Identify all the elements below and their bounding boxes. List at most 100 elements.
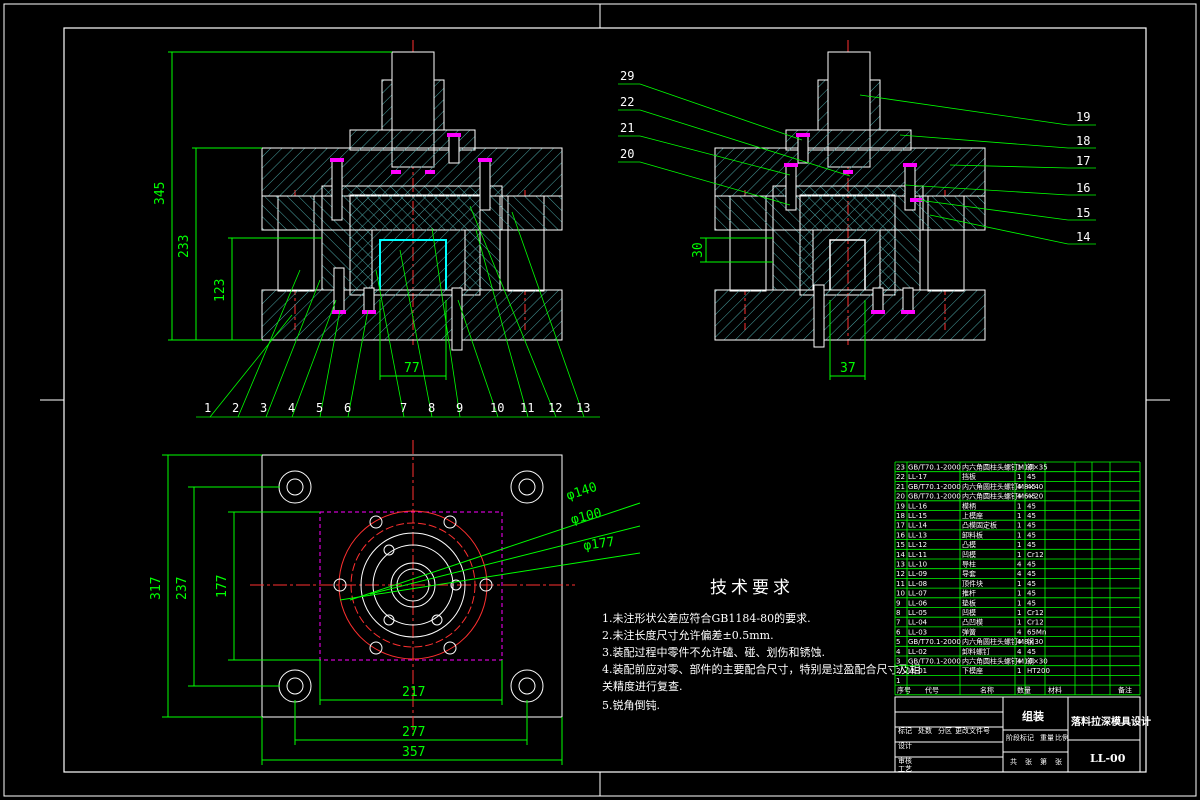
bom-cell: 1 (1017, 531, 1021, 539)
bom-cell: 推杆 (962, 589, 976, 598)
bom-header-cell: 备注 (1118, 686, 1132, 695)
bom-cell: 导套 (962, 569, 976, 578)
bom-cell: 3 (896, 658, 900, 666)
sheet-border (3, 3, 1197, 797)
bom-cell: 65Mn (1027, 628, 1046, 636)
note-line: 5.锐角倒钝. (602, 698, 660, 712)
bom-cell: 20 (896, 493, 905, 501)
side-view-leaders (618, 83, 1096, 245)
title-block-labels: 标记 处数 分区 更改文件号 设计 审核 工艺 阶段标记 重量 比例 共 张 第… (898, 726, 1069, 773)
bom-cell: 45 (1027, 522, 1036, 530)
bom-cell: 1 (1017, 551, 1021, 559)
bom-cell: 凸模 (962, 540, 976, 549)
bom-cell: 23 (896, 464, 905, 472)
part-number: 9 (456, 401, 463, 415)
bom-cell: 上模座 (962, 511, 983, 520)
note-line: 2.未注长度尺寸允许偏差±0.5mm. (602, 628, 774, 642)
part-number: 1 (204, 401, 211, 415)
bom-cell: LL-11 (908, 551, 927, 559)
bom-cell: 内六角圆柱头螺钉M10×35 (962, 463, 1048, 472)
bom-cell: 1 (1017, 609, 1021, 617)
bom-cell: 卸料螺钉 (962, 647, 990, 656)
bom-header-cell: 名称 (980, 686, 994, 695)
bom-cell: 4 (1017, 493, 1022, 501)
bom-cell: 45 (1027, 561, 1036, 569)
bom-cell: 4 (1017, 570, 1022, 578)
part-number: 2 (232, 401, 239, 415)
bom-cell: LL-10 (908, 561, 927, 569)
title-block (894, 696, 1141, 773)
front-part-numbers: 1 2 3 4 5 6 7 8 9 10 11 12 13 (204, 401, 590, 415)
tb-label: 审核 (898, 756, 912, 765)
bom-cell: 1 (1017, 599, 1021, 607)
bom-cell: 模柄 (962, 501, 976, 510)
bom-cell: 内六角圆柱头螺钉M10×30 (962, 657, 1048, 666)
part-number: 14 (1076, 230, 1090, 244)
bom-cell: 45 (1027, 493, 1036, 501)
bom-cell: LL-16 (908, 502, 928, 510)
front-section-view (261, 40, 563, 351)
bom-cell: 凸模固定板 (962, 521, 997, 530)
bom-cell: GB/T70.1-2000 (908, 493, 961, 501)
bom-cell: 45 (1027, 502, 1036, 510)
tb-label: 阶段标记 (1006, 733, 1034, 742)
bom-cell: 4 (1017, 628, 1022, 636)
bom-cell: 8 (896, 609, 900, 617)
bom-cell: 1 (1017, 580, 1021, 588)
bom-cell: 45 (1027, 483, 1036, 491)
dim-277: 277 (402, 725, 425, 740)
screw-holes (333, 515, 493, 655)
part-number: 22 (620, 95, 634, 109)
part-number: 3 (260, 401, 267, 415)
bom-cell: 45 (1027, 599, 1036, 607)
bom-cell: Cr12 (1027, 551, 1044, 559)
bom-cell: 16 (896, 531, 905, 539)
bom-cell: 下模座 (962, 666, 983, 675)
tb-label: 张 (1025, 757, 1032, 766)
bom-cell: LL-01 (908, 667, 927, 675)
front-view-leaders (196, 205, 600, 418)
bom-cell: 卸料板 (962, 530, 983, 539)
dim-317: 317 (149, 577, 164, 600)
bom-cell: 45 (1027, 570, 1036, 578)
technical-requirements: 技术要求 1.未注形状公差应符合GB1184-80的要求. 2.未注长度尺寸允许… (602, 578, 921, 712)
bom-cell: 顶件块 (962, 579, 983, 588)
part-number: 16 (1076, 181, 1090, 195)
bom-cell: GB/T70.1-2000 (908, 483, 961, 491)
bom-cell: 1 (1017, 464, 1021, 472)
bom-cell: 45 (1027, 512, 1036, 520)
bom-cell: LL-04 (908, 619, 928, 627)
bom-cell: 内六角圆柱头螺钉M6×20 (962, 492, 1043, 501)
bom-cell: 6 (896, 628, 901, 636)
bom-cell: LL-05 (908, 609, 927, 617)
bom-cell: 挡板 (962, 472, 976, 481)
bom-cell: 11 (896, 580, 905, 588)
bom-cell: LL-03 (908, 628, 927, 636)
tb-label: 张 (1055, 757, 1062, 766)
part-number: 20 (620, 147, 634, 161)
front-view-dimensions (168, 51, 447, 380)
bom-cell: 45 (1027, 580, 1036, 588)
bom-cell: LL-15 (908, 512, 927, 520)
tb-label: 重量 (1040, 734, 1054, 742)
dim-d100: φ100 (569, 506, 603, 528)
bom-cell: 1 (1017, 590, 1021, 598)
bom-cell: LL-17 (908, 473, 927, 481)
part-number: 21 (620, 121, 634, 135)
bom-cell: 1 (1017, 522, 1021, 530)
bom-cell: 4 (1017, 638, 1022, 646)
bom-cell: LL-08 (908, 580, 927, 588)
bom-cell: 9 (896, 599, 900, 607)
part-number: 8 (428, 401, 435, 415)
plan-view-dimensions (162, 454, 641, 765)
bom-header-cell: 代号 (925, 686, 939, 695)
part-number: 10 (490, 401, 504, 415)
bom-cell: 凹模 (962, 608, 976, 617)
bom-cell: Cr12 (1027, 619, 1044, 627)
note-line: 1.未注形状公差应符合GB1184-80的要求. (602, 611, 811, 625)
bom-header-cell: 数量 (1017, 686, 1031, 695)
bom-cell: HT200 (1027, 667, 1050, 675)
project-title: 落料拉深模具设计 (1071, 715, 1151, 728)
part-number: 5 (316, 401, 323, 415)
